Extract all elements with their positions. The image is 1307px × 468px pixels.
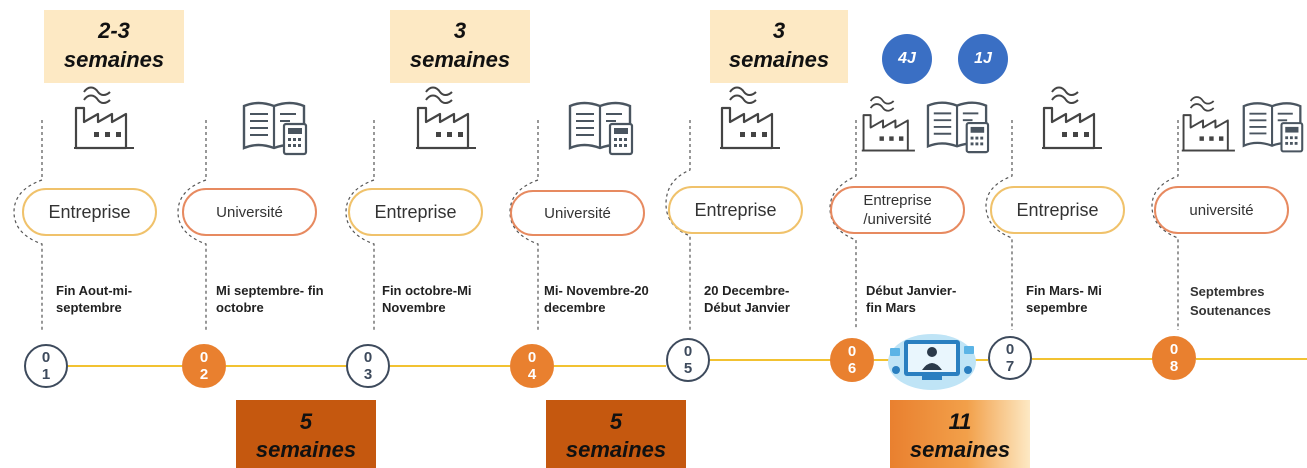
phase-8-label: université [1189, 201, 1254, 219]
node-02-digit-1: 0 [199, 349, 209, 366]
online-presentation-icon [888, 334, 976, 390]
phase-1-date: Fin Aout-mi- septembre [56, 282, 132, 316]
duration-top-1: 2-3 semaines [44, 10, 184, 83]
phase-2-date-line2: octobre [216, 300, 264, 315]
timeline-segment [710, 359, 832, 361]
timeline-segment [68, 365, 182, 367]
phase-3-pill: Entreprise [348, 188, 483, 236]
duration-top-3-value: 3 [772, 18, 786, 43]
phase-7-date-line1: Fin Mars- Mi [1026, 283, 1102, 298]
badge-1j: 1J [958, 34, 1008, 84]
node-06-digit-2: 6 [847, 360, 857, 377]
phase-7-date: Fin Mars- Mi sepembre [1026, 282, 1102, 316]
phase-2-date: Mi septembre- fin octobre [216, 282, 324, 316]
phase-8-date-line1: Septembres [1190, 284, 1265, 299]
phase-4-date-line1: Mi- Novembre-20 [544, 283, 649, 298]
timeline-segment [226, 365, 346, 367]
duration-top-2: 3 semaines [390, 10, 530, 83]
badge-4j: 4J [882, 34, 932, 84]
phase-2-label: Université [216, 203, 283, 221]
phase-2-pill: Université [182, 188, 317, 236]
phase-1-pill: Entreprise [22, 188, 157, 236]
duration-bottom-2-unit: semaines [565, 437, 667, 462]
node-07-digit-2: 7 [1005, 358, 1015, 375]
node-07-digit-1: 0 [1005, 341, 1015, 358]
phase-1-date-line2: septembre [56, 300, 122, 315]
phase-6-pill: Entreprise /université [830, 186, 965, 234]
phase-4-date: Mi- Novembre-20 decembre [544, 282, 649, 316]
phase-4-pill: Université [510, 190, 645, 236]
phase-8-pill: université [1154, 186, 1289, 234]
node-04-digit-2: 4 [527, 366, 537, 383]
node-03-digit-2: 3 [363, 366, 373, 383]
badge-1j-label: 1J [974, 50, 992, 67]
duration-bottom-2-value: 5 [609, 409, 623, 434]
phase-7-date-line2: sepembre [1026, 300, 1088, 315]
phase-7-pill: Entreprise [990, 186, 1125, 234]
phase-7-label: Entreprise [1016, 199, 1099, 220]
duration-top-1-unit: semaines [63, 47, 165, 72]
node-04-digit-1: 0 [527, 349, 537, 366]
duration-top-2-value: 3 [453, 18, 467, 43]
duration-bottom-1: 5 semaines [236, 400, 376, 468]
node-06-digit-1: 0 [847, 343, 857, 360]
duration-bottom-3: 11 semaines [890, 400, 1030, 468]
phase-6-label: Entreprise [863, 192, 932, 209]
node-01-digit-2: 1 [41, 366, 51, 383]
duration-bottom-1-unit: semaines [255, 437, 357, 462]
phase-3-date-line1: Fin octobre-Mi [382, 283, 472, 298]
phase-8-date: Septembres Soutenances [1190, 282, 1271, 320]
phase-8-date-line2: Soutenances [1190, 303, 1271, 318]
node-01-digit-1: 0 [41, 349, 51, 366]
phase-4-label: Université [544, 204, 611, 222]
timeline-segment [1032, 358, 1156, 360]
timeline-segment [390, 365, 510, 367]
node-08-digit-2: 8 [1169, 358, 1179, 375]
phase-6-label-2: /université [863, 211, 932, 228]
timeline-segment [1196, 358, 1307, 360]
node-03-digit-1: 0 [363, 349, 373, 366]
phase-5-pill: Entreprise [668, 186, 803, 234]
duration-top-1-value: 2-3 [98, 18, 130, 43]
phase-1-date-line1: Fin Aout-mi- [56, 283, 133, 298]
phase-3-date: Fin octobre-Mi Novembre [382, 282, 472, 316]
phase-1-label: Entreprise [48, 201, 131, 222]
duration-bottom-3-unit: semaines [909, 437, 1011, 462]
duration-bottom-1-value: 5 [299, 409, 313, 434]
duration-bottom-3-value: 11 [948, 409, 972, 434]
timeline-segment [554, 365, 666, 367]
node-02-digit-2: 2 [199, 366, 209, 383]
phase-3-label: Entreprise [374, 201, 457, 222]
phase-5-label: Entreprise [694, 199, 777, 220]
phase-6-date: Début Janvier- fin Mars [866, 282, 956, 316]
phase-2-date-line1: Mi septembre- fin [216, 283, 324, 298]
phase-5-date-line2: Début Janvier [704, 300, 790, 315]
node-08-digit-1: 0 [1169, 341, 1179, 358]
node-05-digit-1: 0 [683, 343, 693, 360]
phase-5-date: 20 Decembre- Début Janvier [704, 282, 790, 316]
duration-top-3: 3 semaines [710, 10, 848, 83]
duration-top-3-unit: semaines [728, 47, 830, 72]
duration-top-2-unit: semaines [409, 47, 511, 72]
phase-3-date-line2: Novembre [382, 300, 446, 315]
phase-5-date-line1: 20 Decembre- [704, 283, 790, 298]
phase-6-date-line2: fin Mars [866, 300, 916, 315]
phase-6-date-line1: Début Janvier- [866, 283, 957, 298]
node-05-digit-2: 5 [683, 360, 693, 377]
badge-4j-label: 4J [898, 50, 916, 67]
duration-bottom-2: 5 semaines [546, 400, 686, 468]
phase-4-date-line2: decembre [544, 300, 606, 315]
